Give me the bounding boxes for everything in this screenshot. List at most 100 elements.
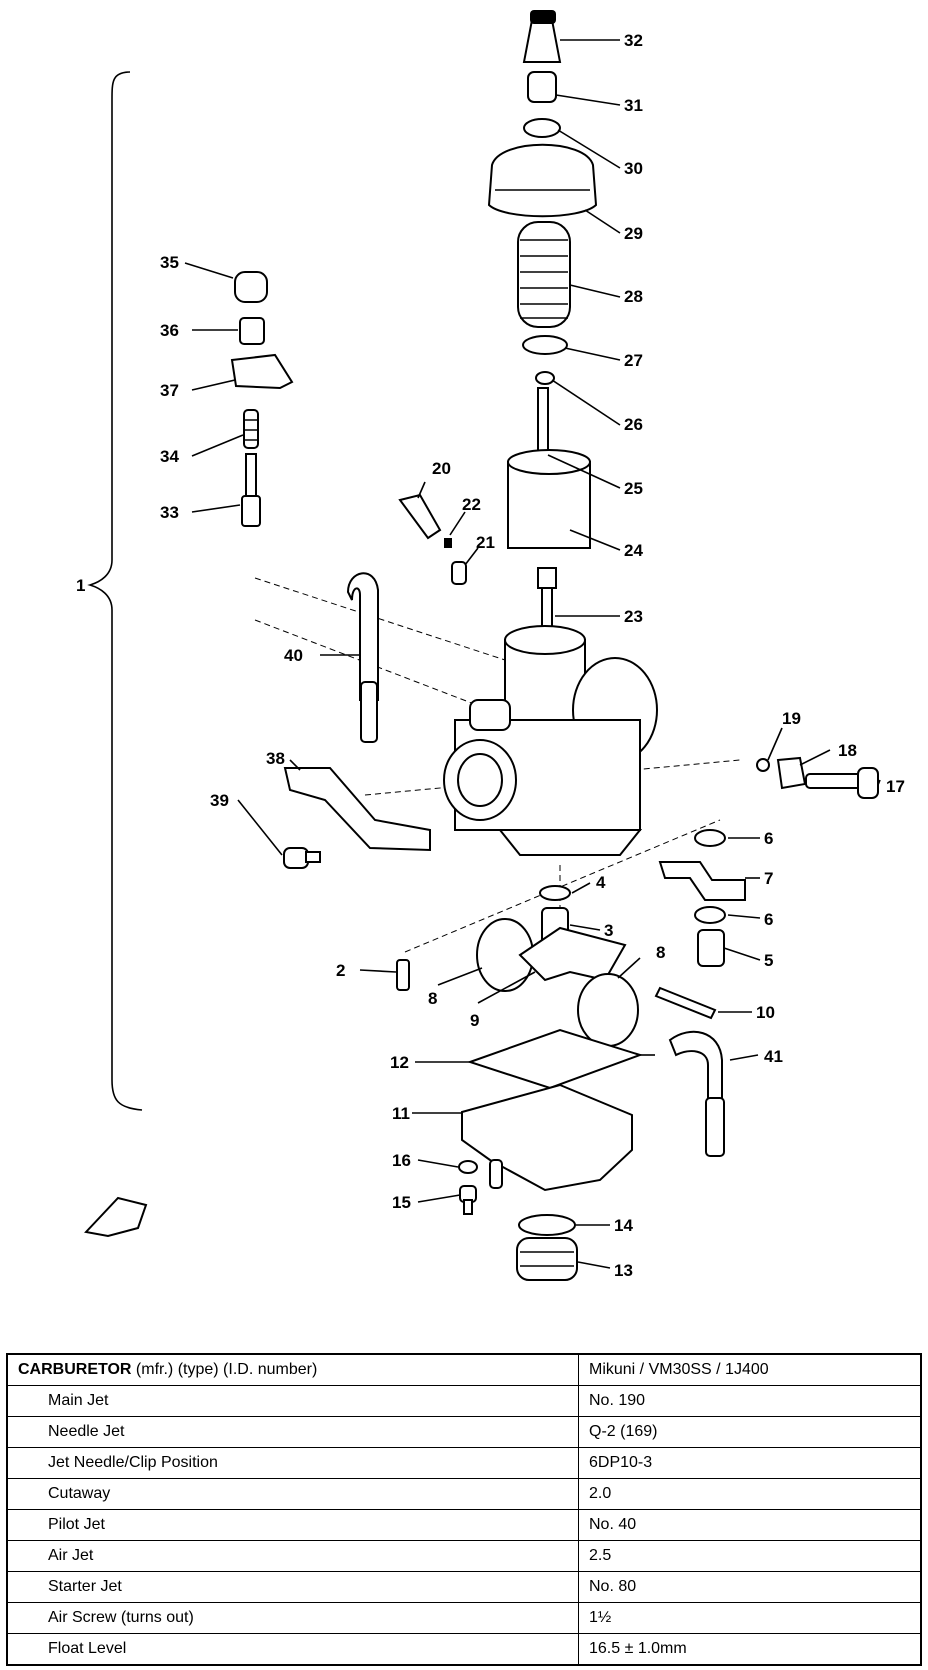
plate-27 <box>522 335 568 355</box>
overflow-hose-40 <box>346 572 379 701</box>
gasket-14 <box>518 1214 576 1236</box>
spec-value: 2.5 <box>578 1540 922 1572</box>
callout-18: 18 <box>838 741 857 760</box>
callout-15: 15 <box>392 1193 411 1212</box>
baffle-7 <box>658 861 746 901</box>
spec-value: 2.0 <box>578 1478 922 1510</box>
cap-32 <box>522 10 562 63</box>
callout-20: 20 <box>432 459 451 478</box>
float-8-right <box>577 973 639 1047</box>
main-jet-cover-13 <box>516 1237 578 1281</box>
manual-logo-icon <box>84 1196 148 1238</box>
drain-screw-15 <box>459 1185 477 1215</box>
callout-34: 34 <box>160 447 179 466</box>
callout-38: 38 <box>266 749 285 768</box>
spec-label: Cutaway <box>6 1478 579 1510</box>
exploded-carburetor-diagram: 1 2 3 4 5 6 6 7 8 8 9 10 11 12 13 14 15 … <box>76 10 905 1281</box>
callout-28: 28 <box>624 287 643 306</box>
callout-35: 35 <box>160 253 179 272</box>
spec-label: Needle Jet <box>6 1416 579 1448</box>
callout-6-lower: 6 <box>764 910 773 929</box>
assembly-line <box>254 577 506 661</box>
assembly-line <box>254 619 496 713</box>
callout-4: 4 <box>596 873 606 892</box>
assembly-line <box>364 759 741 796</box>
callout-17: 17 <box>886 777 905 796</box>
callout-37: 37 <box>160 381 179 400</box>
spec-label: Starter Jet <box>6 1571 579 1603</box>
callout-9: 9 <box>470 1011 479 1030</box>
float-chamber-11 <box>461 1083 633 1192</box>
callout-31: 31 <box>624 96 643 115</box>
callout-2: 2 <box>336 961 345 980</box>
callout-5: 5 <box>764 951 773 970</box>
callout-16: 16 <box>392 1151 411 1170</box>
mixing-chamber-top-29 <box>487 143 598 218</box>
washer-6-lower <box>694 906 726 924</box>
spec-value: No. 80 <box>578 1571 922 1603</box>
washer-16 <box>458 1160 478 1174</box>
washer-22 <box>444 538 452 548</box>
callout-32: 32 <box>624 31 643 50</box>
washer-4 <box>539 885 571 901</box>
spec-header-sub: (mfr.) (type) (I.D. number) <box>131 1361 318 1378</box>
callout-13: 13 <box>614 1261 633 1280</box>
spring-34 <box>243 409 259 449</box>
spec-value: No. 190 <box>578 1385 922 1417</box>
assembly-brace <box>87 71 143 1111</box>
callout-11: 11 <box>392 1104 410 1123</box>
callout-10: 10 <box>756 1003 775 1022</box>
spec-header-value: Mikuni / VM30SS / 1J400 <box>578 1353 922 1386</box>
callout-39: 39 <box>210 791 229 810</box>
spec-header-main: CARBURETOR <box>18 1361 132 1378</box>
washer-6-upper <box>694 829 726 847</box>
lever-37 <box>230 353 294 390</box>
spec-label: Float Level <box>6 1633 579 1666</box>
spec-value: 1½ <box>578 1602 922 1634</box>
spec-value: 6DP10-3 <box>578 1447 922 1479</box>
throttle-stop-screw-17 <box>805 767 879 799</box>
spring-21 <box>451 561 467 585</box>
bracket-38 <box>283 767 431 852</box>
leader-lines <box>184 39 881 1269</box>
hose-end-41 <box>705 1097 725 1157</box>
callout-3: 3 <box>604 921 613 940</box>
callout-12: 12 <box>390 1053 409 1072</box>
table-row: Air Screw (turns out)1½ <box>6 1602 922 1634</box>
callout-8-left: 8 <box>428 989 437 1008</box>
clip-26 <box>535 371 555 385</box>
callout-29: 29 <box>624 224 643 243</box>
spec-header-label: CARBURETOR (mfr.) (type) (I.D. number) <box>6 1353 579 1386</box>
callout-19: 19 <box>782 709 801 728</box>
throttle-valve-24 <box>507 449 591 549</box>
callout-40: 40 <box>284 646 303 665</box>
callout-8-right: 8 <box>656 943 665 962</box>
callout-25: 25 <box>624 479 643 498</box>
nut-30 <box>523 118 561 138</box>
nut-36 <box>239 317 265 345</box>
spec-label: Air Jet <box>6 1540 579 1572</box>
callout-36: 36 <box>160 321 179 340</box>
callout-26: 26 <box>624 415 643 434</box>
callout-30: 30 <box>624 159 643 178</box>
callout-14: 14 <box>614 1216 633 1235</box>
spec-table-header-row: CARBURETOR (mfr.) (type) (I.D. number) M… <box>6 1353 922 1386</box>
callout-21: 21 <box>476 533 495 552</box>
callout-22: 22 <box>462 495 481 514</box>
carburetor-spec-table: CARBURETOR (mfr.) (type) (I.D. number) M… <box>6 1353 922 1666</box>
callout-1: 1 <box>76 576 85 595</box>
spec-label: Pilot Jet <box>6 1509 579 1541</box>
spec-value: Q-2 (169) <box>578 1416 922 1448</box>
callout-7: 7 <box>764 869 773 888</box>
callout-23: 23 <box>624 607 643 626</box>
main-jet-5 <box>697 929 725 967</box>
drain-boss <box>489 1159 503 1189</box>
